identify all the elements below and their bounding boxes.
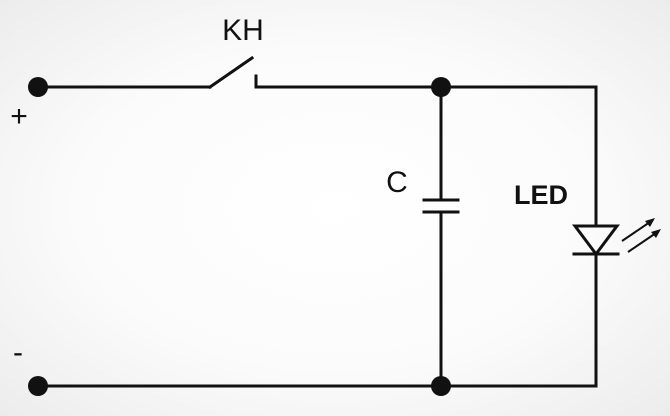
led-label: LED bbox=[514, 180, 568, 210]
capacitor-icon bbox=[422, 85, 460, 388]
led-diode-icon bbox=[572, 85, 620, 388]
junction-top bbox=[431, 77, 451, 97]
plus-label: + bbox=[10, 100, 28, 133]
junction-bottom bbox=[431, 376, 451, 396]
light-emission-arrows-icon bbox=[621, 218, 661, 253]
terminal-plus bbox=[28, 77, 48, 97]
switch-label: KH bbox=[222, 14, 264, 47]
terminal-minus bbox=[28, 376, 48, 396]
switch-icon bbox=[207, 55, 258, 90]
minus-label: - bbox=[13, 336, 23, 369]
capacitor-label: C bbox=[386, 166, 408, 199]
